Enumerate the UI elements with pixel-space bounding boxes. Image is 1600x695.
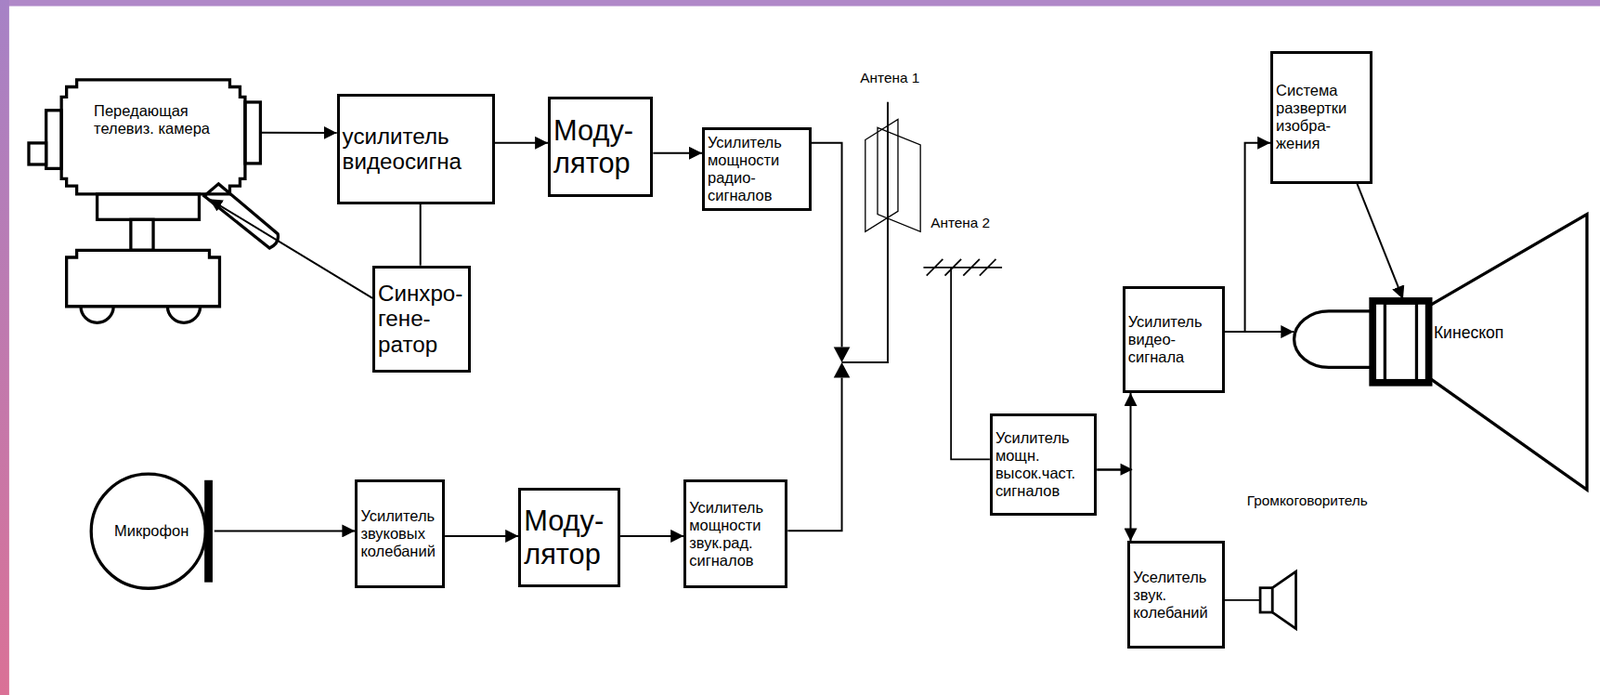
- kinescope-neck: [1293, 311, 1373, 367]
- connector: [494, 142, 548, 144]
- node-text: Система развертки изобра-жения: [1275, 81, 1367, 153]
- junction-head: [833, 346, 851, 362]
- top-band: [0, 0, 1600, 7]
- node-text: Усилитель видео-сигнала: [1128, 312, 1220, 366]
- connector: [419, 204, 422, 266]
- camera-mount: [96, 194, 199, 220]
- process-box: Усилитель мощн. высок.част. сигналов: [989, 413, 1097, 516]
- antenna-symbol: [865, 119, 921, 233]
- connector: [1096, 392, 1131, 470]
- microphone-node: Микрофон: [89, 471, 215, 590]
- node-text: Усилитель мощн. высок.част. сигналов: [995, 429, 1092, 500]
- process-box: Усилитель видео-сигнала: [1122, 286, 1225, 393]
- part-label: Антена 2: [930, 214, 990, 232]
- speaker-symbol: [1224, 571, 1297, 629]
- deflection-coil: [1384, 302, 1417, 381]
- connector: [652, 152, 703, 155]
- deflection-yoke: [1372, 300, 1429, 383]
- process-box: Синхро-гене-ратор: [372, 265, 471, 373]
- node-text: Микрофон: [89, 521, 215, 540]
- junction-symbol: [833, 346, 851, 378]
- process-box: Усилитель звуковых колебаний: [354, 479, 445, 587]
- antenna-elements: [926, 259, 997, 276]
- camera-lens-tip: [28, 143, 47, 165]
- wire: [811, 143, 843, 348]
- connector: [1224, 143, 1272, 332]
- part-label: Антена 1: [859, 69, 920, 87]
- node-text: Усилитель звуковых колебаний: [360, 507, 440, 560]
- node-text: Синхро-гене-ратор: [377, 280, 466, 358]
- tripod-wheels: [80, 306, 201, 324]
- camera-handle: [204, 183, 278, 248]
- connector: [444, 534, 519, 537]
- process-box: Усилитель мощности звук.рад. сигналов: [683, 479, 788, 587]
- part-label: Громкоговоритель: [1247, 492, 1368, 509]
- process-box: усилитель видеосигна: [337, 93, 495, 205]
- kinescope-cone: [1428, 214, 1587, 491]
- wire: [950, 267, 990, 459]
- kinescope-illustration: [1287, 208, 1595, 495]
- process-box: Усилитель мощности радио-сигналов: [702, 127, 812, 211]
- camera-body: [61, 79, 246, 195]
- process-box: Моду-лятор: [547, 96, 653, 197]
- kinescope-node: Кинескоп: [1287, 208, 1595, 495]
- wire: [787, 377, 842, 531]
- node-text: Кинескоп: [1433, 323, 1526, 342]
- node-text: Усилитель мощности звук.рад. сигналов: [689, 498, 782, 570]
- connector: [214, 529, 356, 532]
- tripod-neck: [130, 219, 154, 250]
- antenna-plate: [877, 127, 921, 232]
- wire: [1224, 598, 1261, 601]
- node-text: Усилитель мощности радио-сигналов: [707, 133, 807, 205]
- node-text: усилитель видеосигна: [342, 123, 490, 176]
- camera-node: Передающая телевиз. камера: [18, 71, 287, 327]
- junction-head: [833, 362, 851, 378]
- connector: [1357, 183, 1404, 300]
- camera-viewfinder: [245, 102, 261, 164]
- camera-lens: [45, 110, 61, 170]
- antenna-plate: [865, 119, 898, 233]
- side-band: [0, 0, 10, 695]
- node-text: Передающая телевиз. камера: [93, 102, 237, 138]
- process-box: Уселитель звук. колебаний: [1127, 540, 1224, 648]
- connector: [260, 131, 337, 134]
- microphone-plate: [204, 479, 213, 582]
- speaker-cone: [1272, 571, 1296, 629]
- node-text: Уселитель звук. колебаний: [1132, 568, 1219, 622]
- process-box: Моду-лятор: [518, 487, 621, 587]
- process-box: Система развертки изобра-жения: [1270, 51, 1373, 184]
- node-text: Моду-лятор: [553, 114, 648, 181]
- speaker-magnet: [1260, 587, 1273, 612]
- connector: [208, 198, 373, 299]
- node-text: Моду-лятор: [523, 504, 615, 571]
- connector: [1096, 469, 1131, 542]
- connector: [620, 534, 684, 537]
- tripod-base: [65, 249, 220, 306]
